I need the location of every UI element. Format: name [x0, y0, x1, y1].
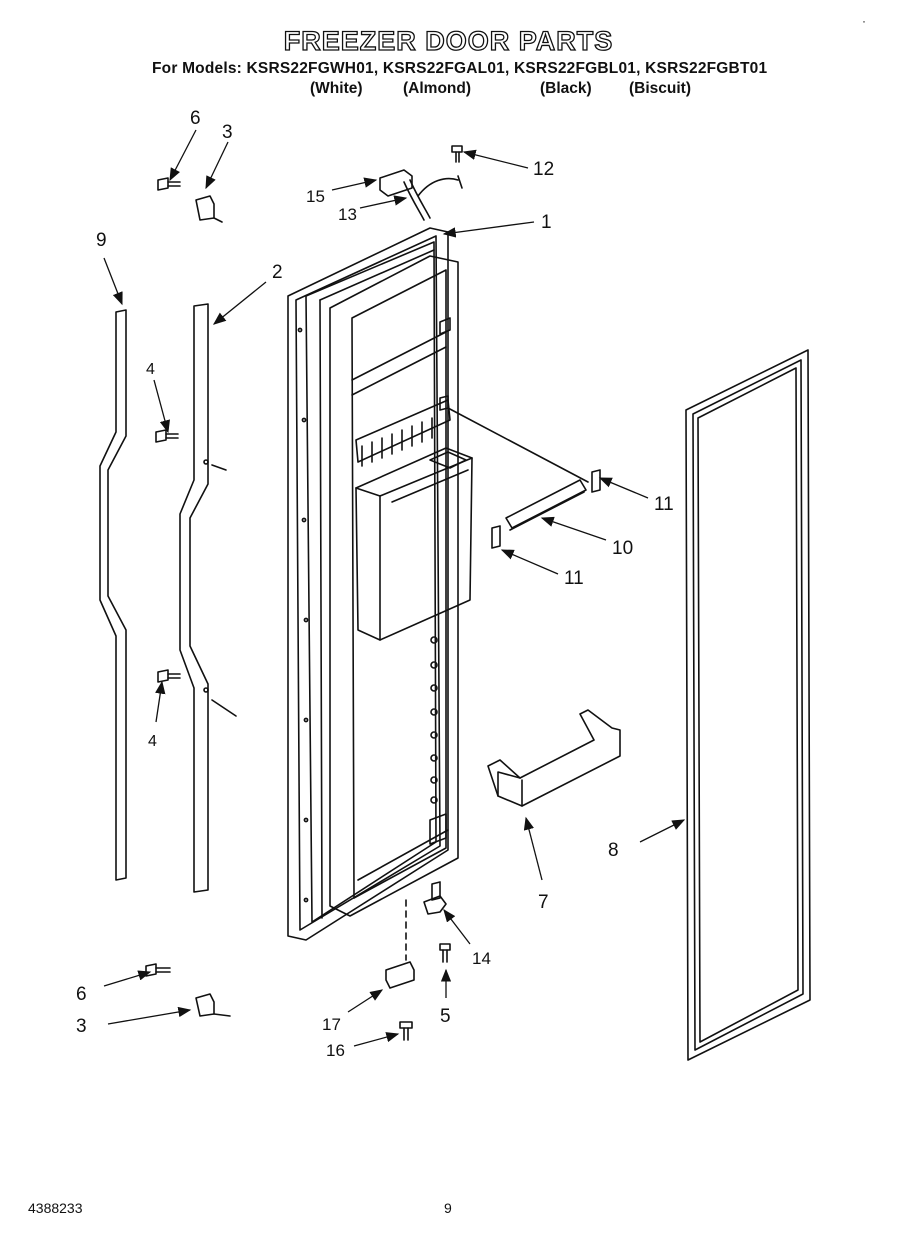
callout-13: 13	[338, 205, 357, 224]
screw-16	[399, 1021, 413, 1041]
rail-clip-right	[591, 469, 601, 493]
callout-8: 8	[608, 840, 619, 861]
leader-3-top	[205, 141, 229, 190]
callout-10: 10	[612, 538, 633, 559]
leader-10	[540, 516, 607, 541]
screw-6-top	[157, 177, 181, 191]
callout-14: 14	[472, 949, 491, 968]
hinge-bracket-17	[385, 961, 415, 989]
color-almond: (Almond)	[403, 80, 472, 97]
document-number: 4388233	[28, 1200, 83, 1216]
leader-13	[359, 195, 408, 209]
color-biscuit: (Biscuit)	[629, 80, 691, 97]
leader-7	[523, 816, 543, 881]
callout-9: 9	[96, 230, 107, 251]
callout-12: 12	[533, 159, 554, 180]
screw-12	[451, 145, 463, 163]
callout-16: 16	[326, 1041, 345, 1060]
page-number: 9	[444, 1200, 452, 1216]
leader-11-left	[500, 549, 559, 575]
callout-11-right: 11	[654, 494, 674, 515]
page-title: FREEZER DOOR PARTS	[283, 25, 614, 56]
callout-17: 17	[322, 1015, 341, 1034]
callout-7: 7	[538, 892, 549, 913]
callout-3-top: 3	[222, 122, 233, 143]
color-white: (White)	[310, 80, 363, 97]
callout-4-upper: 4	[146, 361, 155, 378]
callout-5: 5	[440, 1006, 451, 1027]
callout-4-lower: 4	[148, 733, 157, 750]
color-black: (Black)	[540, 80, 592, 97]
bottom-hinge-cover	[195, 993, 231, 1017]
leader-11-right	[598, 477, 649, 499]
door-bin	[487, 709, 621, 807]
handle-trim	[179, 303, 237, 893]
callout-6-top: 6	[190, 108, 201, 129]
rail-clip-left	[491, 525, 501, 549]
leader-16	[353, 1032, 400, 1047]
freezer-door-panel	[287, 227, 473, 941]
top-hinge-cover	[195, 195, 223, 223]
leader-4-upper	[153, 379, 170, 434]
screw-4-upper	[155, 429, 179, 443]
leader-1	[442, 221, 535, 238]
leader-4-lower	[155, 680, 166, 723]
screw-5	[439, 943, 451, 963]
screw-4-lower	[157, 669, 181, 683]
corner-mark: ·	[862, 14, 866, 28]
callout-1: 1	[541, 212, 552, 233]
leader-17	[347, 989, 384, 1013]
shelf-rail	[447, 407, 589, 531]
leader-2	[212, 281, 267, 325]
leader-14	[443, 908, 471, 945]
callout-15: 15	[306, 187, 325, 206]
callout-2: 2	[272, 262, 283, 283]
leader-6-bottom	[103, 970, 152, 987]
leader-12	[462, 149, 529, 169]
callout-11-left: 11	[564, 568, 584, 589]
leader-9	[103, 257, 123, 306]
trim-strip-left	[99, 309, 127, 881]
screw-6-bottom	[145, 963, 171, 977]
bottom-hinge-pin	[423, 881, 447, 915]
leader-3-bottom	[107, 1006, 192, 1025]
callout-6-bottom: 6	[76, 984, 87, 1005]
wiring-harness	[379, 169, 463, 221]
callout-3-bottom: 3	[76, 1016, 87, 1037]
leader-8	[639, 819, 686, 843]
leader-6-top	[169, 129, 197, 182]
door-gasket	[685, 349, 811, 1061]
models-line: For Models: KSRS22FGWH01, KSRS22FGAL01, …	[152, 60, 768, 77]
leader-15	[331, 177, 378, 191]
